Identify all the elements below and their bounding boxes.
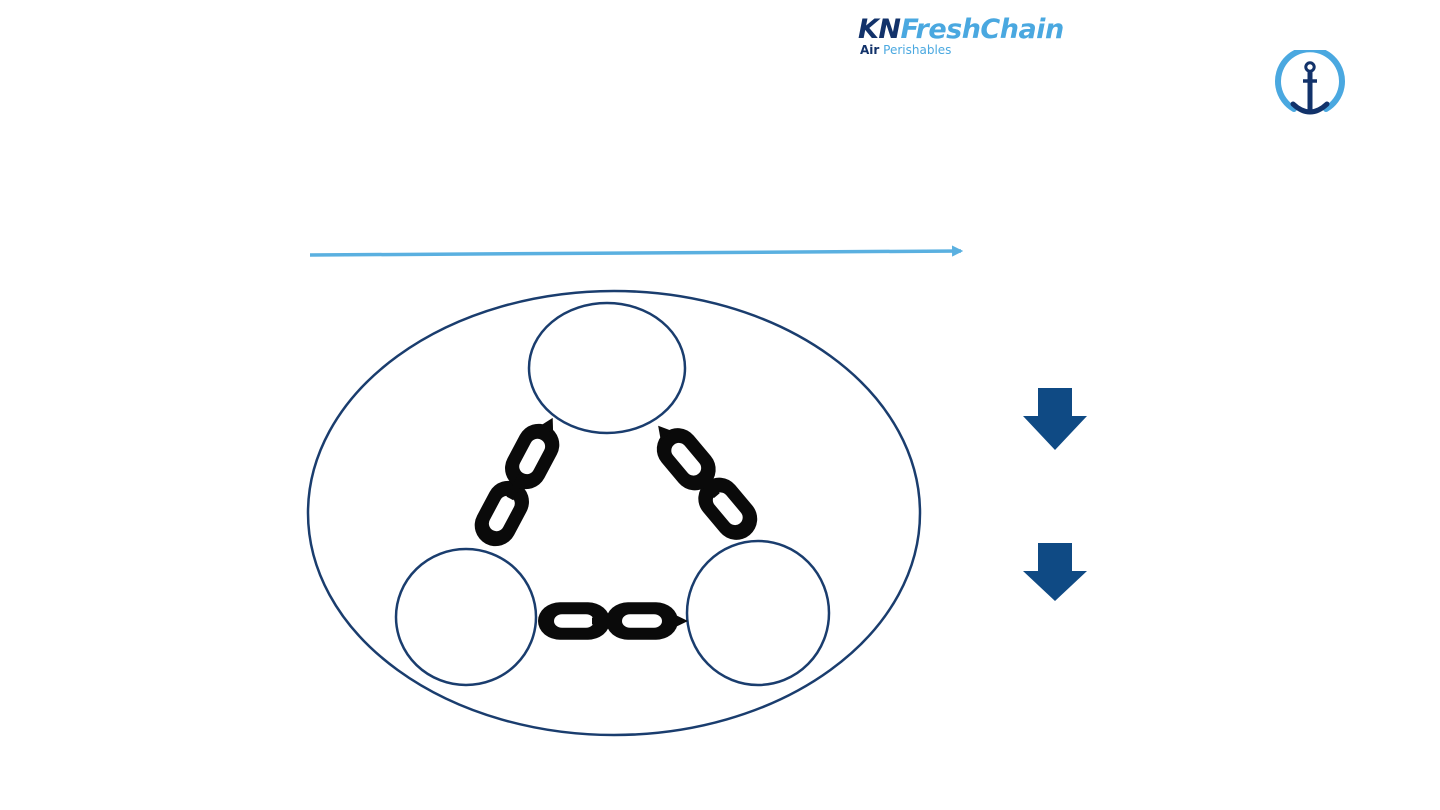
arrow-down-icon-upper — [1023, 388, 1087, 450]
logo-sub-air: Air — [860, 43, 880, 57]
arrow-down-icon-lower — [1023, 543, 1087, 601]
logo-prefix: KN — [858, 14, 901, 45]
node-top — [527, 301, 687, 435]
node-bottom-left — [394, 547, 538, 687]
logo-wordmark: KNFreshChain — [858, 14, 1064, 46]
logo-name: FreshChain — [900, 14, 1065, 45]
logo-tagline: Air Perishables — [860, 43, 951, 57]
chain-link-icon-bottom — [538, 602, 688, 640]
knfreshchain-logo: KNFreshChain Air Perishables — [858, 14, 1148, 60]
chain-link-icon-left — [467, 408, 572, 554]
outer-ellipse — [306, 289, 922, 737]
anchor-icon — [1275, 50, 1345, 115]
node-bottom-right — [685, 539, 831, 687]
timeline-arrow — [309, 245, 964, 257]
chain-link-icon-right — [642, 412, 766, 549]
logo-sub-rest: Perishables — [883, 43, 952, 57]
